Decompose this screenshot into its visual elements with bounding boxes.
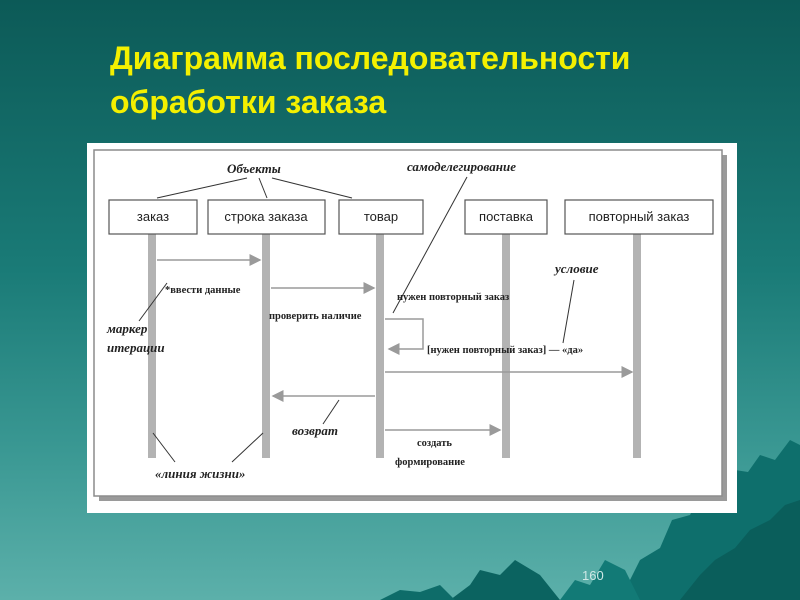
slide-page-number: 160: [582, 568, 604, 583]
object-order-line: строка заказа: [208, 200, 325, 234]
condition-annotation: условие: [553, 261, 599, 276]
object-supply-label: поставка: [479, 209, 534, 224]
object-product-label: товар: [364, 209, 398, 224]
self-delegation-annotation: самоделегирование: [407, 159, 516, 174]
object-order: заказ: [109, 200, 197, 234]
object-order-line-label: строка заказа: [224, 209, 308, 224]
message-enter-data: *ввести данные: [165, 285, 241, 296]
message-reorder-needed: нужен повторный заказ: [397, 292, 509, 303]
objects-annotation: Объекты: [227, 161, 281, 176]
object-order-label: заказ: [137, 209, 169, 224]
object-reorder: повторный заказ: [565, 200, 713, 234]
message-create-formation: формирование: [395, 457, 465, 468]
message-create: создать: [417, 438, 452, 449]
object-supply: поставка: [465, 200, 547, 234]
slide-title-line-1: Диаграмма последовательности: [110, 36, 750, 80]
lifeline-annotation: «линия жизни»: [155, 466, 245, 481]
slide-title: Диаграмма последовательности обработки з…: [110, 36, 750, 124]
sequence-diagram: Объекты самоделегирование заказ строка з…: [87, 143, 737, 513]
sequence-diagram-canvas: Объекты самоделегирование заказ строка з…: [87, 143, 737, 513]
message-check-stock: проверить наличие: [269, 311, 362, 322]
lifeline-product: [376, 234, 384, 458]
iteration-marker-annotation-line-1: маркер: [106, 321, 148, 336]
lifeline-order-line: [262, 234, 270, 458]
object-reorder-label: повторный заказ: [589, 209, 690, 224]
slide-title-line-2: обработки заказа: [110, 80, 750, 124]
iteration-marker-annotation-line-2: итерации: [107, 340, 165, 355]
message-reorder-condition: [нужен повторный заказ] — «да»: [427, 345, 583, 356]
object-product: товар: [339, 200, 423, 234]
lifeline-reorder: [633, 234, 641, 458]
return-annotation: возврат: [292, 423, 338, 438]
